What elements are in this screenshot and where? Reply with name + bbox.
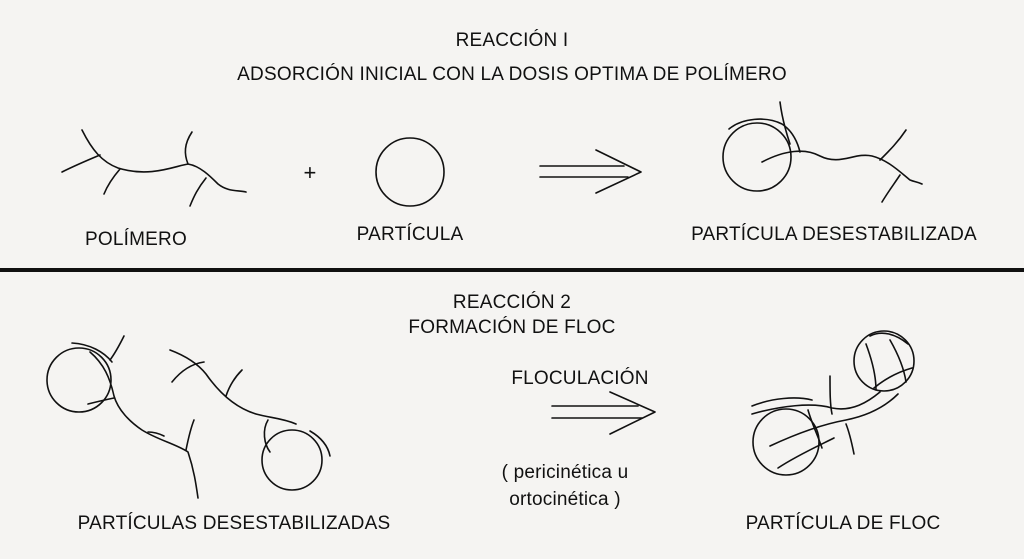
plus-sign: + [303,160,317,185]
reaction1-subtitle: ADSORCIÓN INICIAL CON LA DOSIS OPTIMA DE… [237,64,787,85]
destabilized-particles [46,335,331,499]
floc-particle-label: PARTÍCULA DE FLOC [745,513,941,534]
process-note-line2: ortocinética ) [509,489,621,510]
reaction1-arrow [539,149,642,194]
particle-circle [375,137,445,207]
destabilized-particles-label: PARTÍCULAS DESESTABILIZADAS [77,513,391,534]
process-note-line1: ( pericinética u [501,462,629,483]
destabilized-particle [722,101,923,203]
particle-label: PARTÍCULA [356,224,464,245]
destabilized-particle-label: PARTÍCULA DESESTABILIZADA [691,224,977,245]
flocculation-label: FLOCULACIÓN [511,368,649,389]
reaction2-title: REACCIÓN 2 [452,292,572,313]
polymer-label: POLÍMERO [85,229,187,250]
reaction2-arrow [551,391,656,435]
section-divider [0,268,1024,272]
reaction1-title: REACCIÓN I [455,30,569,51]
reaction2-subtitle: FORMACIÓN DE FLOC [408,317,616,338]
polymer-chain [61,129,247,207]
floc-particle [751,330,915,476]
